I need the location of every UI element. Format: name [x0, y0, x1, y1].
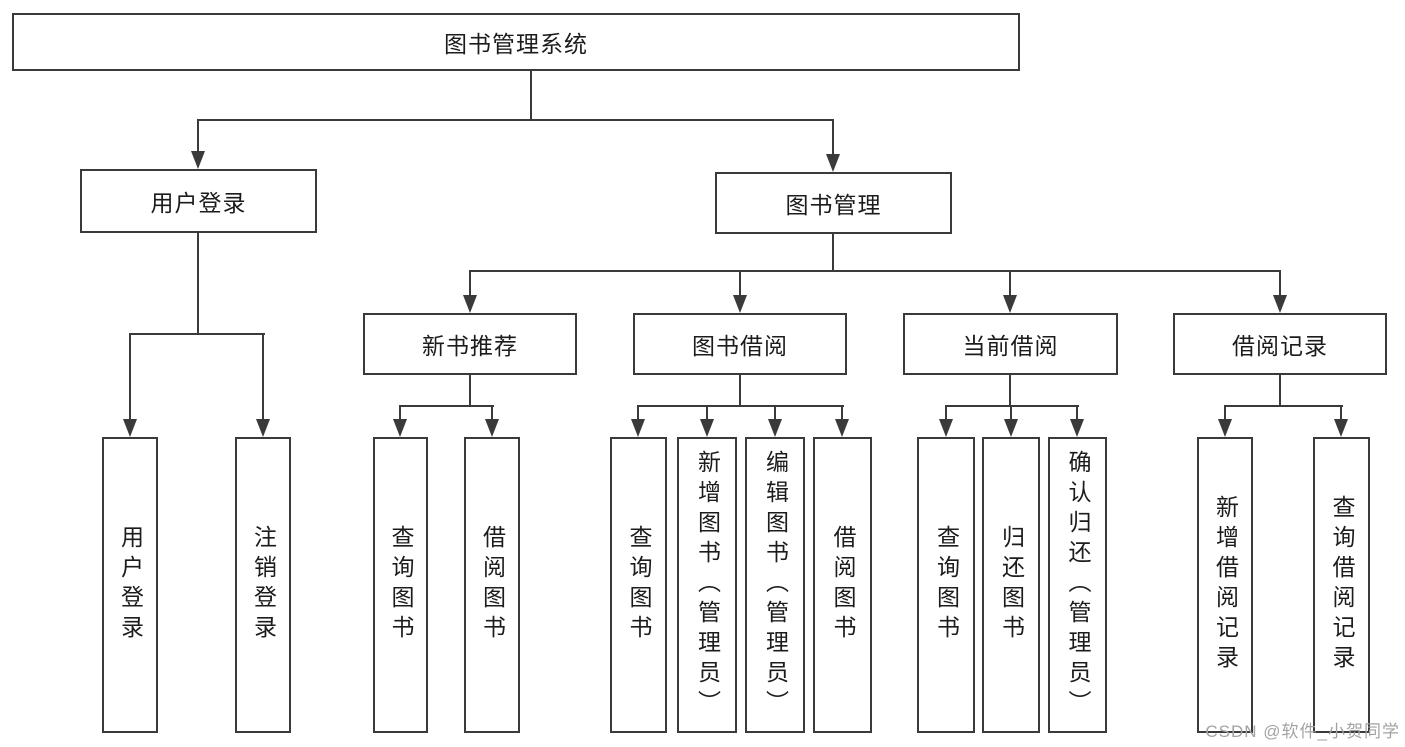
arrow-down-icon — [939, 419, 953, 437]
edge-line — [637, 405, 639, 421]
node-user-login-label: 用户登录 — [150, 190, 247, 216]
leaf-current-confirm-return-label: 确认归还（管理员） — [1065, 450, 1091, 720]
edge-line — [832, 234, 834, 272]
leaf-current-query-book-label: 查询图书 — [933, 525, 960, 645]
leaf-record-add-label: 新增借阅记录 — [1212, 495, 1239, 675]
edge-line — [399, 405, 494, 407]
arrow-down-icon — [631, 419, 645, 437]
leaf-borrow-edit-book: 编辑图书（管理员） — [745, 437, 805, 733]
arrow-down-icon — [826, 154, 840, 172]
edge-line — [129, 333, 265, 335]
leaf-user-login-label: 用户登录 — [117, 525, 144, 645]
node-user-login: 用户登录 — [80, 169, 317, 233]
node-current-borrow: 当前借阅 — [903, 313, 1118, 375]
leaf-borrow-query-book-label: 查询图书 — [626, 525, 652, 645]
edge-line — [1010, 405, 1012, 421]
node-new-book-recommend: 新书推荐 — [363, 313, 577, 375]
arrow-down-icon — [393, 419, 407, 437]
edge-line — [739, 270, 741, 298]
leaf-recommend-query-book-label: 查询图书 — [388, 525, 414, 645]
arrow-down-icon — [1334, 419, 1348, 437]
edge-line — [832, 119, 834, 158]
edge-line — [739, 375, 741, 407]
edge-line — [841, 405, 843, 421]
node-root: 图书管理系统 — [12, 13, 1020, 71]
leaf-recommend-borrow-book: 借阅图书 — [464, 437, 520, 733]
arrow-down-icon — [1273, 295, 1287, 313]
arrow-down-icon — [835, 419, 849, 437]
leaf-record-add: 新增借阅记录 — [1197, 437, 1253, 733]
arrow-down-icon — [1003, 295, 1017, 313]
edge-line — [262, 333, 264, 421]
leaf-user-login: 用户登录 — [102, 437, 158, 733]
edge-line — [469, 375, 471, 407]
leaf-logout-label: 注销登录 — [250, 525, 277, 645]
leaf-record-query-label: 查询借阅记录 — [1329, 495, 1355, 675]
leaf-current-confirm-return: 确认归还（管理员） — [1048, 437, 1107, 733]
edge-line — [197, 119, 199, 155]
leaf-current-query-book: 查询图书 — [917, 437, 975, 733]
edge-line — [1076, 405, 1078, 421]
node-root-label: 图书管理系统 — [444, 31, 588, 57]
leaf-borrow-add-book: 新增图书（管理员） — [677, 437, 737, 733]
leaf-recommend-query-book: 查询图书 — [373, 437, 428, 733]
arrow-down-icon — [463, 295, 477, 313]
edge-line — [1224, 405, 1226, 421]
leaf-borrow-edit-book-label: 编辑图书（管理员） — [762, 450, 789, 720]
node-book-management-label: 图书管理 — [785, 192, 882, 218]
node-borrow-record-label: 借阅记录 — [1232, 333, 1328, 359]
leaf-recommend-borrow-book-label: 借阅图书 — [479, 525, 506, 645]
edge-line — [469, 270, 471, 298]
edge-line — [637, 405, 844, 407]
leaf-borrow-borrow-book: 借阅图书 — [813, 437, 872, 733]
watermark-text: CSDN @软件_小贺同学 — [1205, 722, 1400, 741]
edge-line — [129, 333, 131, 421]
edge-line — [945, 405, 947, 421]
node-book-borrow-label: 图书借阅 — [692, 333, 788, 359]
arrow-down-icon — [1004, 419, 1018, 437]
edge-line — [1224, 405, 1343, 407]
leaf-borrow-borrow-book-label: 借阅图书 — [830, 525, 856, 645]
leaf-borrow-query-book: 查询图书 — [610, 437, 667, 733]
edge-line — [706, 405, 708, 421]
edge-line — [945, 405, 1079, 407]
arrow-down-icon — [768, 419, 782, 437]
edge-line — [1009, 375, 1011, 407]
edge-line — [1340, 405, 1342, 421]
edge-line — [399, 405, 401, 421]
arrow-down-icon — [1218, 419, 1232, 437]
node-new-book-recommend-label: 新书推荐 — [422, 333, 518, 359]
leaf-current-return-book-label: 归还图书 — [998, 525, 1025, 645]
edge-line — [469, 270, 1281, 272]
node-current-borrow-label: 当前借阅 — [962, 333, 1059, 359]
edge-line — [197, 119, 834, 121]
edge-line — [1279, 375, 1281, 407]
arrow-down-icon — [733, 295, 747, 313]
leaf-record-query: 查询借阅记录 — [1313, 437, 1370, 733]
edge-line — [1279, 270, 1281, 298]
node-book-borrow: 图书借阅 — [633, 313, 847, 375]
node-borrow-record: 借阅记录 — [1173, 313, 1387, 375]
arrow-down-icon — [123, 419, 137, 437]
edge-line — [1009, 270, 1011, 298]
arrow-down-icon — [485, 419, 499, 437]
leaf-current-return-book: 归还图书 — [982, 437, 1040, 733]
arrow-down-icon — [700, 419, 714, 437]
edge-line — [774, 405, 776, 421]
edge-line — [530, 71, 532, 121]
edge-line — [491, 405, 493, 421]
edge-line — [197, 232, 199, 335]
leaf-borrow-add-book-label: 新增图书（管理员） — [694, 450, 721, 720]
arrow-down-icon — [1070, 419, 1084, 437]
node-book-management: 图书管理 — [715, 172, 952, 234]
arrow-down-icon — [191, 151, 205, 169]
leaf-logout: 注销登录 — [235, 437, 291, 733]
arrow-down-icon — [256, 419, 270, 437]
